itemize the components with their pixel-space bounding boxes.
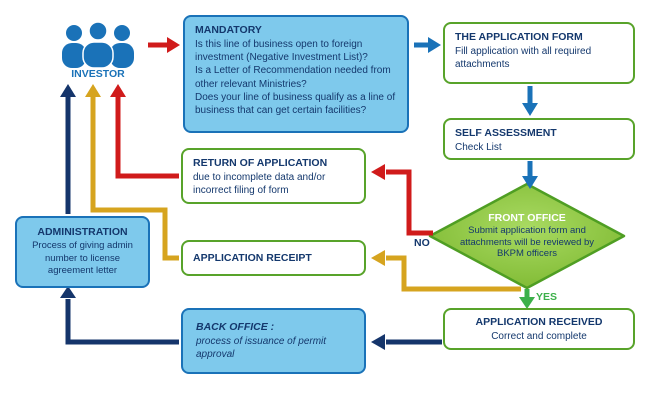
branch-label-yes: YES [536,291,558,303]
node-application-received-body: Correct and complete [491,330,587,342]
node-return-body: due to incomplete data and/or incorrect … [193,172,326,196]
node-application-form: THE APPLICATION FORM Fill application wi… [443,22,635,84]
mandatory-question-3: Does your line of business qualify as a … [195,91,396,116]
node-self-assessment-title: SELF ASSESSMENT [455,127,557,139]
node-front-office: FRONT OFFICE Submit application form and… [447,196,607,276]
node-administration: ADMINISTRATION Process of giving admin n… [15,216,150,288]
arrow-return-to-investor [110,84,179,179]
node-application-form-title: THE APPLICATION FORM [455,31,583,43]
arrow-application-received-to-back-office [371,334,442,350]
node-application-received-title: APPLICATION RECEIVED [475,315,603,328]
arrow-administration-to-investor [60,84,76,214]
node-application-received: APPLICATION RECEIVED Correct and complet… [443,308,635,350]
arrow-form-to-self-assessment [522,86,538,116]
arrow-application-receipt-to-investor [85,84,179,261]
branch-label-no: NO [414,237,430,249]
node-mandatory-title: MANDATORY [195,24,262,36]
node-application-receipt: APPLICATION RECEIPT [181,240,366,276]
arrow-mandatory-to-application-form [414,37,441,53]
arrow-front-office-to-application-receipt [371,250,521,292]
arrow-back-office-to-administration [60,286,179,345]
node-front-office-body: Submit application form and attachments … [459,224,595,260]
investor-group-icon [59,20,137,69]
mandatory-question-1: Is this line of business open to foreign… [195,39,368,64]
mandatory-question-2: Is a Letter of Recommendation needed fro… [195,65,391,90]
node-front-office-title: FRONT OFFICE [488,211,566,224]
node-application-receipt-title: APPLICATION RECEIPT [193,252,312,264]
node-back-office: BACK OFFICE : process of issuance of per… [181,308,366,374]
node-administration-title: ADMINISTRATION [37,226,128,239]
arrow-no-front-office-to-return [371,164,433,236]
node-return-of-application: RETURN OF APPLICATION due to incomplete … [181,148,366,204]
node-application-form-body: Fill application with all required attac… [455,46,592,70]
node-return-title: RETURN OF APPLICATION [193,157,328,169]
front-office-diamond [428,182,626,290]
node-self-assessment: SELF ASSESSMENT Check List [443,118,635,160]
node-administration-body: Process of giving admin number to licens… [32,240,133,277]
node-self-assessment-body: Check List [455,142,502,153]
arrow-yes-front-office-to-application-received [519,289,535,309]
node-back-office-body: process of issuance of permit approval [196,336,327,360]
investor-label: INVESTOR [71,68,125,80]
node-back-office-title: BACK OFFICE : [196,321,275,333]
node-mandatory: MANDATORY Is this line of business open … [183,15,409,133]
arrow-self-assessment-to-front-office [522,161,538,189]
arrow-investor-to-mandatory [148,37,180,53]
